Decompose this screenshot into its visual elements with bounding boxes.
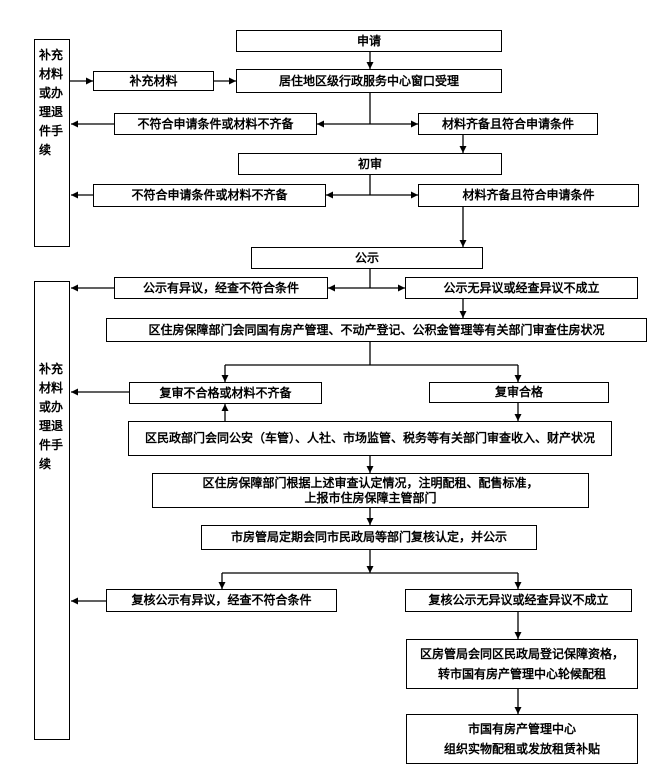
node-reject-1-label: 不符合申请条件或材料不齐备 <box>137 116 294 131</box>
node-review-fail: 复审不合格或材料不齐备 <box>129 382 322 404</box>
node-prelim-label: 初审 <box>357 156 382 171</box>
node-supplement-label: 补充材料 <box>129 73 178 88</box>
node-register-label: 区房管局会同区民政局登记保障资格，转市国有房产管理中心轮候配租 <box>419 647 624 681</box>
node-income-check-label: 区民政部门会同公安（车管）、人社、市场监管、税务等有关部门审查收入、财产状况 <box>144 431 595 445</box>
node-reject-2-label: 不符合申请条件或材料不齐备 <box>131 188 288 202</box>
node-determine-line1: 区住房保障部门根据上述审查认定情况，注明配租、配售标准， <box>202 475 539 490</box>
node-determine: 区住房保障部门根据上述审查认定情况，注明配租、配售标准， 上报市住房保障主管部门 <box>152 473 589 508</box>
node-pass-2-label: 材料齐备且符合申请条件 <box>462 188 595 202</box>
node-housing-check-label: 区住房保障部门会同国有房产管理、不动产登记、公积金管理等有关部门审查住房状况 <box>148 322 605 337</box>
node-objection-1: 公示有异议，经查不符合条件 <box>114 277 328 299</box>
node-accept: 居住地区级行政服务中心窗口受理 <box>236 69 502 93</box>
node-review-pass: 复审合格 <box>429 382 609 403</box>
side-panel-top: 补充材料或办理退件手续 <box>34 39 70 247</box>
node-recheck: 市房管局定期会同市民政局等部门复核认定，并公示 <box>201 525 537 550</box>
node-reject-2: 不符合申请条件或材料不齐备 <box>93 184 326 207</box>
node-no-objection-1: 公示无异议或经查异议不成立 <box>405 277 638 299</box>
node-determine-line2: 上报市住房保障主管部门 <box>304 490 437 505</box>
node-review-pass-label: 复审合格 <box>494 385 543 399</box>
node-income-check: 区民政部门会同公安（车管）、人社、市场监管、税务等有关部门审查收入、财产状况 <box>128 421 612 456</box>
node-objection-1-label: 公示有异议，经查不符合条件 <box>142 280 299 295</box>
node-reject-1: 不符合申请条件或材料不齐备 <box>114 113 317 135</box>
node-pass-2: 材料齐备且符合申请条件 <box>418 184 639 207</box>
node-objection-2: 复核公示有异议，经查不符合条件 <box>106 589 337 612</box>
node-publicity: 公示 <box>251 247 483 269</box>
node-pass-1: 材料齐备且符合申请条件 <box>418 113 598 135</box>
side-panel-bottom: 补充材料或办理退件手续 <box>34 281 70 740</box>
node-accept-label: 居住地区级行政服务中心窗口受理 <box>278 73 459 88</box>
node-prelim: 初审 <box>238 153 502 175</box>
node-pass-1-label: 材料齐备且符合申请条件 <box>441 116 574 131</box>
node-final: 市国有房产管理中心 组织实物配租或发放租赁补贴 <box>406 714 638 764</box>
node-publicity-label: 公示 <box>354 250 379 265</box>
node-no-objection-1-label: 公示无异议或经查异议不成立 <box>443 280 600 295</box>
node-final-line1: 市国有房产管理中心 <box>467 722 576 736</box>
node-no-objection-2-label: 复核公示无异议或经查异议不成立 <box>428 593 609 607</box>
node-no-objection-2: 复核公示无异议或经查异议不成立 <box>405 589 632 612</box>
node-housing-check: 区住房保障部门会同国有房产管理、不动产登记、公积金管理等有关部门审查住房状况 <box>106 318 647 342</box>
node-final-line2: 组织实物配租或发放租赁补贴 <box>443 742 600 756</box>
node-review-fail-label: 复审不合格或材料不齐备 <box>159 385 292 400</box>
node-apply-label: 申请 <box>356 33 381 48</box>
node-objection-2-label: 复核公示有异议，经查不符合条件 <box>131 593 312 607</box>
side-panel-top-label: 补充材料或办理退件手续 <box>39 48 64 157</box>
node-supplement: 补充材料 <box>93 71 214 91</box>
side-panel-bottom-label: 补充材料或办理退件手续 <box>39 362 64 471</box>
node-register: 区房管局会同区民政局登记保障资格，转市国有房产管理中心轮候配租 <box>406 639 638 689</box>
node-recheck-label: 市房管局定期会同市民政局等部门复核认定，并公示 <box>230 530 507 544</box>
node-apply: 申请 <box>236 30 502 52</box>
